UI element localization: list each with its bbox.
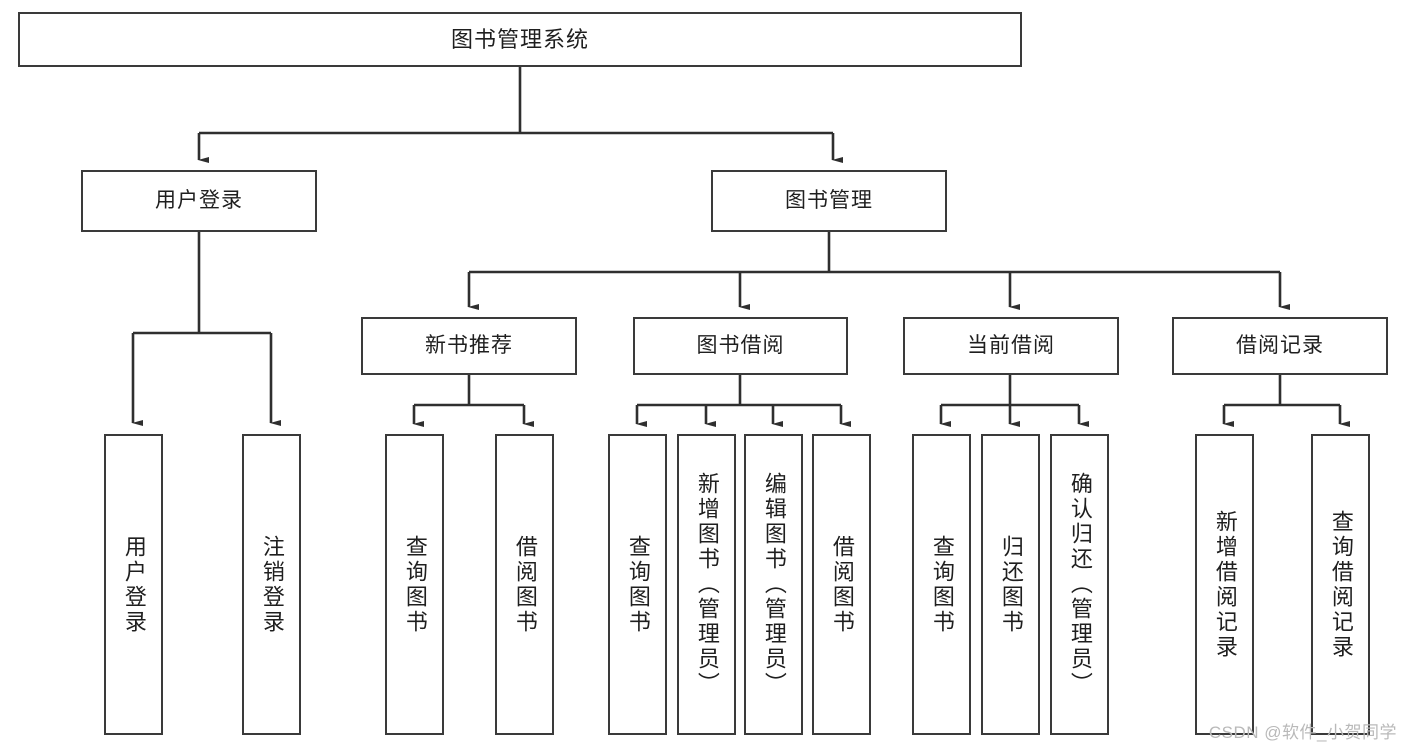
node-leaf-query-book-3[interactable]: 查询图书 xyxy=(912,434,971,735)
node-leaf-add-book-label: 新增图书（管理员） xyxy=(694,472,720,697)
node-leaf-query-record-label: 查询借阅记录 xyxy=(1328,509,1354,660)
node-leaf-borrow-book-1[interactable]: 借阅图书 xyxy=(495,434,554,735)
node-leaf-user-login[interactable]: 用户登录 xyxy=(104,434,163,735)
node-leaf-add-book[interactable]: 新增图书（管理员） xyxy=(677,434,736,735)
node-current-borrow-label: 当前借阅 xyxy=(967,333,1055,357)
node-user-login-label: 用户登录 xyxy=(155,188,243,212)
node-leaf-edit-book[interactable]: 编辑图书（管理员） xyxy=(744,434,803,735)
node-leaf-borrow-book-1-label: 借阅图书 xyxy=(512,534,538,635)
node-leaf-query-book-1[interactable]: 查询图书 xyxy=(385,434,444,735)
node-user-login[interactable]: 用户登录 xyxy=(81,170,317,232)
node-leaf-edit-book-label: 编辑图书（管理员） xyxy=(761,472,787,697)
node-leaf-logout[interactable]: 注销登录 xyxy=(242,434,301,735)
node-leaf-borrow-book-2-label: 借阅图书 xyxy=(829,534,855,635)
node-current-borrow[interactable]: 当前借阅 xyxy=(903,317,1119,375)
node-leaf-user-login-label: 用户登录 xyxy=(121,534,147,635)
node-leaf-borrow-book-2[interactable]: 借阅图书 xyxy=(812,434,871,735)
node-leaf-add-record-label: 新增借阅记录 xyxy=(1212,509,1238,660)
node-leaf-query-book-2-label: 查询图书 xyxy=(625,534,651,635)
node-leaf-query-record[interactable]: 查询借阅记录 xyxy=(1311,434,1370,735)
node-borrow-record[interactable]: 借阅记录 xyxy=(1172,317,1388,375)
node-book-manage-label: 图书管理 xyxy=(785,188,873,212)
node-book-manage[interactable]: 图书管理 xyxy=(711,170,947,232)
node-book-borrow-label: 图书借阅 xyxy=(696,333,785,357)
node-borrow-record-label: 借阅记录 xyxy=(1236,333,1324,357)
node-leaf-query-book-1-label: 查询图书 xyxy=(402,534,428,635)
node-leaf-logout-label: 注销登录 xyxy=(259,534,285,635)
node-leaf-confirm-return[interactable]: 确认归还（管理员） xyxy=(1050,434,1109,735)
node-new-book-rec-label: 新书推荐 xyxy=(425,333,513,357)
node-leaf-add-record[interactable]: 新增借阅记录 xyxy=(1195,434,1254,735)
node-book-borrow[interactable]: 图书借阅 xyxy=(633,317,848,375)
node-leaf-query-book-3-label: 查询图书 xyxy=(929,534,955,635)
node-leaf-query-book-2[interactable]: 查询图书 xyxy=(608,434,667,735)
node-root[interactable]: 图书管理系统 xyxy=(18,12,1022,67)
node-leaf-return-book-label: 归还图书 xyxy=(998,534,1024,635)
node-leaf-return-book[interactable]: 归还图书 xyxy=(981,434,1040,735)
node-leaf-confirm-return-label: 确认归还（管理员） xyxy=(1067,472,1093,697)
node-root-label: 图书管理系统 xyxy=(450,26,589,52)
node-new-book-rec[interactable]: 新书推荐 xyxy=(361,317,577,375)
csdn-watermark: CSDN @软件_小贺同学 xyxy=(1208,723,1397,742)
